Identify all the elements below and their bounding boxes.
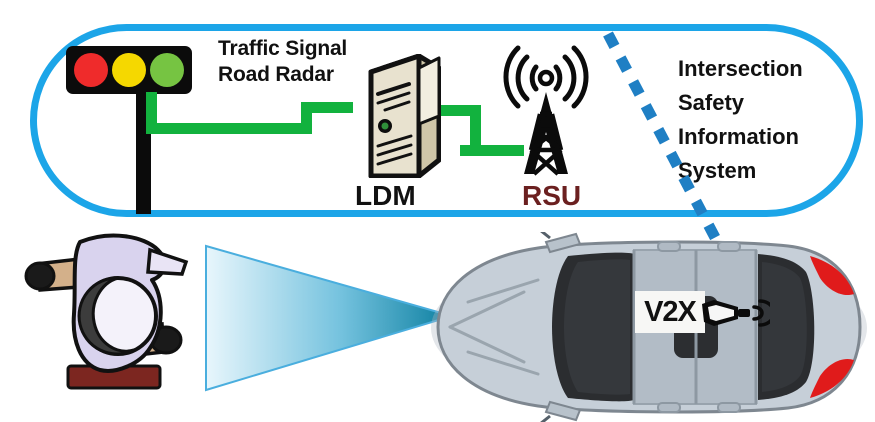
cable-segment-step-down [470,105,481,151]
ldm-label: LDM [355,180,416,211]
ldm-server-icon [368,54,441,178]
system-title-line-2: Safety [678,90,745,115]
system-title-line-1: Intersection [678,56,803,81]
traffic-light-green-bulb [150,53,184,87]
system-boundary-box [30,24,863,217]
cable-segment-signal-right [146,123,312,134]
traffic-light-red-bulb [74,53,108,87]
sensor-label-line-2: Road Radar [218,63,334,86]
system-title-line-4: System [678,158,757,183]
v2x-badge-label: V2X [644,295,697,328]
system-title: Intersection Safety Information System [678,52,868,188]
cable-segment-step-up [301,102,312,134]
traffic-signal-head [66,46,192,94]
rsu-label: RSU [522,180,582,211]
radar-detection-cone [205,244,456,392]
rsu-tower-icon [503,45,589,176]
pedestrian-top-view-icon [24,233,189,390]
cable-segment-to-tower [460,145,524,156]
cable-segment-from-server [437,105,481,116]
sensor-label-line-1: Traffic Signal [218,37,348,60]
cable-segment-signal-down [146,92,157,134]
traffic-light-yellow-bulb [112,53,146,87]
traffic-signal-road-radar-label: Traffic Signal Road Radar [218,36,393,88]
v2x-badge: V2X [635,291,705,333]
system-title-line-3: Information [678,124,799,149]
antenna-transmit-icon [702,299,770,327]
cable-segment-to-server [301,102,353,113]
